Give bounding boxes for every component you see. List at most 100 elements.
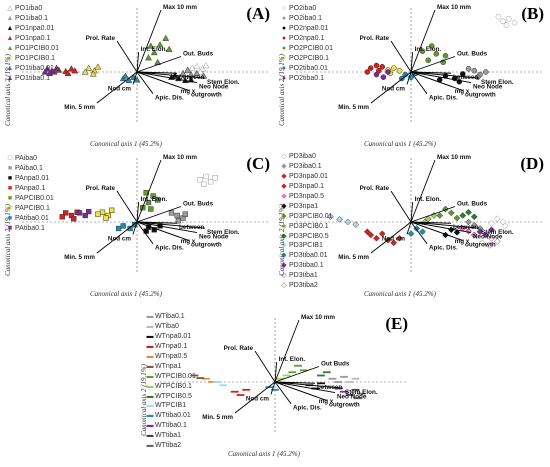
- legend-marker-icon: ▲: [6, 74, 14, 82]
- legend-marker-icon: ◆: [281, 222, 287, 230]
- y-axis-title: Canonical axis 2 (19.1%): [278, 54, 286, 126]
- loading-vector: [410, 71, 428, 94]
- legend-label: PD3PCIB0.01: [289, 212, 333, 220]
- legend-item: △PO1iba0: [6, 4, 59, 14]
- vector-label: Prol. Rate: [360, 35, 390, 42]
- legend-item: ◇PD3tiba1: [280, 271, 333, 281]
- data-point: [390, 239, 398, 247]
- vector-label: Apic. Dis.: [293, 405, 322, 412]
- legend-item: ◆PD3PCIB1: [280, 241, 333, 251]
- loading-vector: [136, 71, 198, 83]
- loading-vector: [410, 71, 464, 92]
- data-point: [482, 69, 489, 75]
- data-point: [288, 371, 297, 374]
- data-point: [265, 386, 274, 389]
- loading-vector: [274, 319, 300, 383]
- legend-label: PAPCIB0.1: [15, 204, 50, 212]
- data-point: [184, 66, 192, 73]
- vector-label: Out. Buds: [457, 51, 488, 58]
- data-point: [378, 230, 386, 238]
- legend-item: ■PAiba0.1: [6, 164, 54, 174]
- legend-label: WTPCIB0.5: [155, 392, 192, 400]
- legend-label: PO2tiba0.01: [289, 64, 328, 72]
- vector-label: Prol. Rate: [224, 345, 254, 352]
- legend-item: ◆PD3tiba0.01: [280, 251, 333, 261]
- data-point: [436, 212, 444, 219]
- data-point: [133, 76, 141, 83]
- vector-label: Out. Buds: [183, 51, 214, 58]
- legend-marker-icon: ▲: [6, 14, 14, 22]
- data-point: [511, 19, 518, 26]
- vector-label: Int. Elon.: [141, 46, 168, 53]
- x-axis-title: Canonical axis 1 (45.2%): [364, 140, 436, 148]
- data-point: [94, 63, 102, 70]
- loading-vector: [410, 56, 456, 73]
- loading-vector: [136, 221, 206, 229]
- data-point: [71, 216, 77, 222]
- legend-item: ◇PD3iba0: [280, 152, 333, 162]
- data-point: [373, 71, 380, 78]
- legend-item: ▬WTtiba2: [146, 441, 196, 451]
- vector-label: outgrowth: [329, 402, 360, 409]
- data-point: [132, 221, 138, 228]
- legend-label: PO1iba0: [15, 5, 43, 12]
- loading-vector: [136, 71, 206, 79]
- legend-item: ▬WTnpa0.01: [146, 332, 196, 342]
- y-axis-title: Canonical axis 2 (19.1%): [4, 204, 12, 276]
- data-point: [196, 68, 204, 75]
- legend-label: PD3npa0.5: [289, 192, 325, 200]
- legend-item: ■PAtiba0.1: [6, 224, 54, 234]
- data-point: [465, 65, 472, 72]
- data-point: [207, 179, 214, 185]
- data-point: [385, 69, 391, 75]
- data-point: [470, 213, 478, 221]
- loading-vector: [390, 40, 412, 73]
- legend-item: ○PO2iba0: [280, 4, 333, 14]
- vector-label: mg x: [319, 398, 334, 405]
- legend-marker-icon: ○: [281, 5, 287, 12]
- legend-label: WTtiba0.01: [155, 412, 191, 420]
- vector-label: between: [453, 74, 478, 81]
- loading-vector: [410, 221, 428, 244]
- legend-marker-icon: ■: [7, 224, 13, 232]
- vector-label: Stem Elon.: [481, 79, 514, 86]
- legend-label: WTnpa0.01: [155, 332, 192, 340]
- legend-label: PAnpa0.01: [15, 174, 50, 182]
- legend-item: ●PO2PCIB0.1: [280, 54, 333, 64]
- data-point: [109, 207, 115, 213]
- legend-label: WTPCIB0.01: [155, 372, 196, 380]
- loading-vector: [410, 71, 472, 83]
- data-point: [334, 387, 343, 390]
- vector-label: Min. 5 mm: [64, 254, 95, 261]
- data-point: [500, 18, 506, 25]
- data-point: [43, 65, 51, 72]
- panel-letter: (B): [521, 4, 544, 23]
- legend-label: PD3iba0.1: [289, 162, 322, 170]
- data-point: [182, 211, 188, 217]
- data-point: [470, 231, 478, 239]
- data-point: [396, 67, 403, 74]
- legend-marker-icon: ◆: [281, 192, 287, 200]
- data-point: [41, 68, 49, 75]
- loading-vector: [116, 190, 138, 223]
- loading-vector: [136, 52, 140, 73]
- loading-vector: [136, 206, 182, 223]
- data-point: [145, 54, 152, 61]
- data-point: [150, 193, 156, 199]
- vector-label: mg x: [455, 238, 470, 245]
- data-point: [442, 52, 449, 59]
- legend-marker-icon: ▬: [146, 352, 154, 360]
- legend-marker-icon: ◆: [281, 232, 287, 240]
- data-point: [219, 384, 228, 387]
- loading-vector: [274, 381, 336, 393]
- legend-label: PO1iba0.1: [15, 14, 49, 22]
- data-point: [344, 218, 352, 226]
- legend-marker-icon: ■: [7, 164, 13, 172]
- data-point: [345, 381, 354, 383]
- legend-item: ▬WTPCIB0.01: [146, 372, 196, 382]
- data-point: [271, 388, 279, 391]
- vector-label: Out. Buds: [457, 201, 488, 208]
- data-point: [125, 76, 133, 84]
- loading-vector: [136, 71, 190, 92]
